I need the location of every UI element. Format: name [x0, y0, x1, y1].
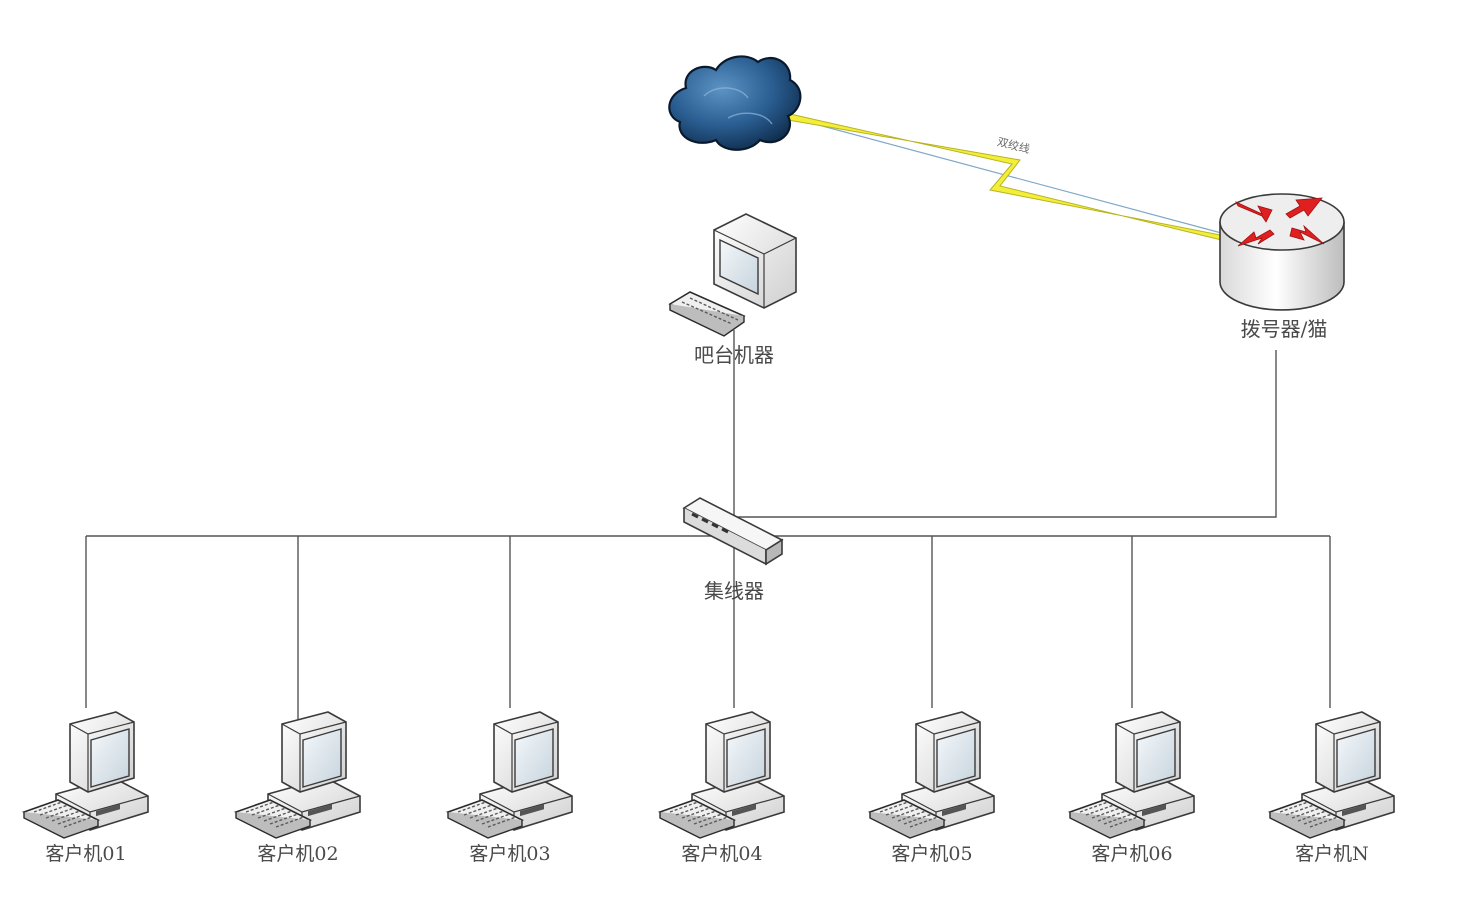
client-label: 客户机05	[891, 843, 972, 865]
twisted-pair-link: 双绞线	[784, 113, 1241, 245]
hub-icon: 集线器	[682, 497, 784, 603]
client-computer-01: 客户机01	[23, 711, 149, 865]
router-arrows-icon	[1235, 197, 1325, 247]
bar-computer-label: 吧台机器	[694, 343, 774, 367]
lightning-bolt-icon	[787, 113, 1239, 245]
client-computer-05: 客户机05	[869, 711, 995, 865]
computer-icon	[23, 711, 149, 839]
computer-icon	[1069, 711, 1195, 839]
internet-cloud-icon	[668, 55, 802, 151]
client-computer-03: 客户机03	[447, 711, 573, 865]
client-label: 客户机01	[45, 843, 126, 865]
modem-router-icon: 拨号器/猫	[1219, 193, 1345, 341]
client-label: 客户机02	[257, 843, 338, 865]
client-label: 客户机N	[1295, 843, 1369, 865]
computer-icon	[659, 711, 785, 839]
clients-row: 客户机01 客户机02 客户机03 客户机04 客户机05 客户机06 客户机N	[23, 711, 1395, 865]
client-computer-02: 客户机02	[235, 711, 361, 865]
modem-to-hub-line	[734, 350, 1277, 518]
computer-icon	[869, 711, 995, 839]
link-thin-line-top	[784, 115, 1241, 239]
client-label: 客户机06	[1091, 843, 1172, 865]
client-computer-04: 客户机04	[659, 711, 785, 865]
computer-icon	[1269, 711, 1395, 839]
client-computer-n: 客户机N	[1269, 711, 1395, 865]
client-label: 客户机03	[469, 843, 550, 865]
modem-label: 拨号器/猫	[1241, 317, 1328, 341]
link-label: 双绞线	[996, 134, 1031, 156]
computer-icon	[235, 711, 361, 839]
hub-label: 集线器	[704, 579, 764, 603]
client-computer-06: 客户机06	[1069, 711, 1195, 865]
connection-lines	[85, 330, 1331, 778]
computer-icon	[447, 711, 573, 839]
bar-computer-icon: 吧台机器	[668, 213, 797, 367]
client-label: 客户机04	[681, 843, 762, 865]
